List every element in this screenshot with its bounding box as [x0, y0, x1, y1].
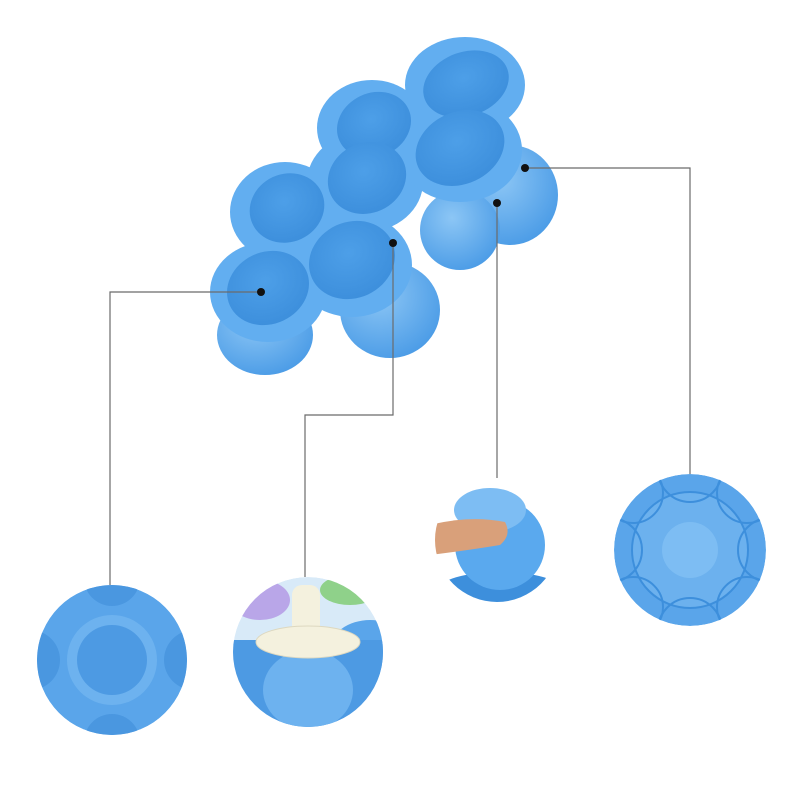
callout-dot-2: [389, 239, 397, 247]
callout-dot-1: [257, 288, 265, 296]
callout-line-1: [109, 291, 261, 585]
callout-line-2: [304, 243, 394, 577]
detail-bottom-view: [37, 585, 187, 735]
detail-popsicle-lid: [233, 577, 383, 727]
callout-dot-3: [493, 199, 501, 207]
callout-dots: [257, 164, 529, 296]
callout-line-4: [525, 167, 691, 474]
silicone-tray: [210, 37, 558, 375]
tray-wells: [227, 50, 509, 326]
finger-shape: [435, 519, 508, 555]
detail-push-out: [435, 478, 559, 602]
callout-dot-4: [521, 164, 529, 172]
callout-lines: [109, 167, 691, 585]
detail-underside-pattern: [614, 474, 766, 626]
